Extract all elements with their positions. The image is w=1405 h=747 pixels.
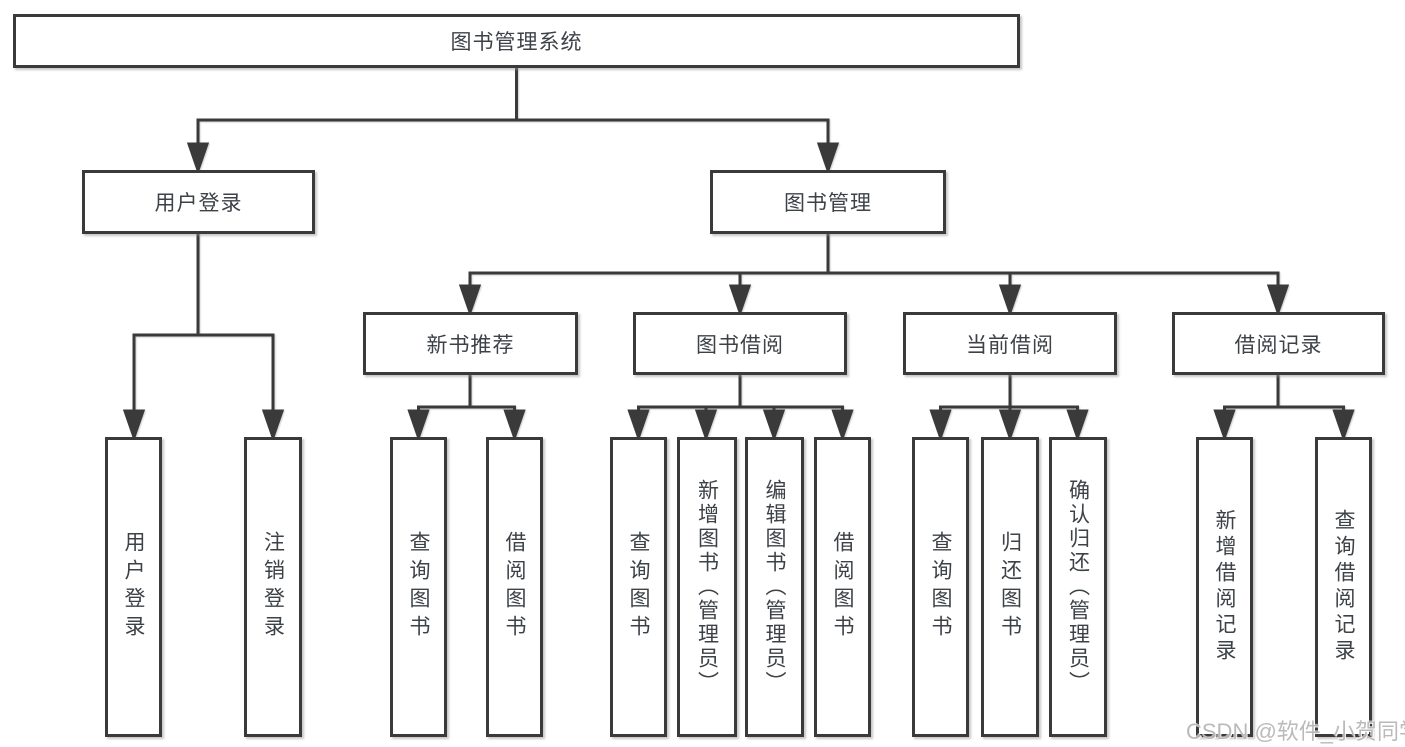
- node-user-login-leaf: 用户登录: [105, 437, 162, 737]
- connector-book-borrowing-children: [627, 375, 854, 442]
- arrow-down-icon: [998, 284, 1022, 317]
- node-logout: 注销登录: [244, 437, 302, 737]
- arrow-down-icon: [1332, 409, 1355, 442]
- arrow-down-icon: [1213, 409, 1236, 442]
- node-return-books: 归还图书: [981, 437, 1039, 737]
- arrow-down-icon: [261, 409, 285, 442]
- node-borrow-books-2: 借阅图书: [814, 437, 871, 737]
- arrow-down-icon: [503, 409, 526, 442]
- node-root-label: 图书管理系统: [450, 31, 583, 54]
- arrow-down-icon: [762, 409, 786, 442]
- node-add-books-admin: 新增图书（管理员）: [677, 437, 737, 737]
- node-current-borrowing-label: 当前借阅: [966, 333, 1054, 357]
- arrow-down-icon: [1066, 409, 1089, 442]
- node-borrow-books-2-label: 借阅图书: [831, 531, 854, 643]
- node-book-borrowing-label: 图书借阅: [696, 333, 784, 357]
- node-current-borrowing: 当前借阅: [903, 312, 1117, 375]
- node-borrowing-records-label: 借阅记录: [1234, 333, 1323, 357]
- arrow-down-icon: [1266, 284, 1290, 317]
- node-new-book-recommend: 新书推荐: [363, 312, 578, 375]
- connector-user-login-children: [122, 233, 285, 442]
- node-query-books-3-label: 查询图书: [929, 531, 952, 643]
- node-query-books-2-label: 查询图书: [627, 531, 650, 643]
- arrow-down-icon: [929, 409, 952, 442]
- connector-current-borrowing-children: [929, 375, 1089, 442]
- arrow-down-icon: [186, 142, 210, 175]
- node-edit-books-admin-label: 编辑图书（管理员）: [763, 479, 786, 695]
- node-add-borrow-record: 新增借阅记录: [1196, 437, 1253, 737]
- node-query-books-2: 查询图书: [610, 437, 667, 737]
- node-confirm-return-admin: 确认归还（管理员）: [1049, 437, 1107, 737]
- arrow-down-icon: [694, 409, 718, 442]
- node-query-books-1-label: 查询图书: [407, 531, 430, 643]
- node-book-management-label: 图书管理: [784, 192, 872, 215]
- node-borrow-books-1: 借阅图书: [486, 437, 543, 737]
- node-add-borrow-record-label: 新增借阅记录: [1213, 509, 1236, 665]
- node-new-book-recommend-label: 新书推荐: [426, 333, 515, 357]
- node-user-login-leaf-label: 用户登录: [122, 531, 145, 643]
- node-return-books-label: 归还图书: [998, 531, 1022, 643]
- arrow-down-icon: [816, 142, 840, 175]
- node-query-borrow-record-label: 查询借阅记录: [1332, 509, 1355, 665]
- arrow-down-icon: [627, 409, 650, 442]
- arrow-down-icon: [998, 409, 1022, 442]
- node-borrowing-records: 借阅记录: [1172, 312, 1385, 375]
- node-add-books-admin-label: 新增图书（管理员）: [695, 479, 719, 695]
- node-query-borrow-record: 查询借阅记录: [1315, 437, 1372, 737]
- connector-new-book-recommend-children: [407, 375, 526, 442]
- arrow-down-icon: [122, 409, 146, 442]
- csdn-watermark: CSDN @软件_小贺同学: [1186, 719, 1405, 744]
- node-query-books-1: 查询图书: [390, 437, 447, 737]
- node-confirm-return-admin-label: 确认归还（管理员）: [1066, 479, 1090, 695]
- node-book-borrowing: 图书借阅: [633, 312, 847, 375]
- node-root: 图书管理系统: [13, 14, 1020, 68]
- node-edit-books-admin: 编辑图书（管理员）: [745, 437, 804, 737]
- node-user-login: 用户登录: [82, 170, 315, 234]
- arrow-down-icon: [407, 409, 430, 442]
- arrow-down-icon: [458, 284, 482, 317]
- node-logout-label: 注销登录: [261, 531, 285, 643]
- node-user-login-label: 用户登录: [154, 192, 243, 215]
- connector-book-management-children: [458, 233, 1290, 317]
- node-borrow-books-1-label: 借阅图书: [503, 531, 526, 643]
- node-query-books-3: 查询图书: [912, 437, 969, 737]
- arrow-down-icon: [728, 284, 752, 317]
- connector-root-to-level2: [186, 68, 840, 175]
- node-book-management: 图书管理: [710, 170, 946, 234]
- arrow-down-icon: [831, 409, 854, 442]
- connector-borrowing-records-children: [1213, 375, 1355, 442]
